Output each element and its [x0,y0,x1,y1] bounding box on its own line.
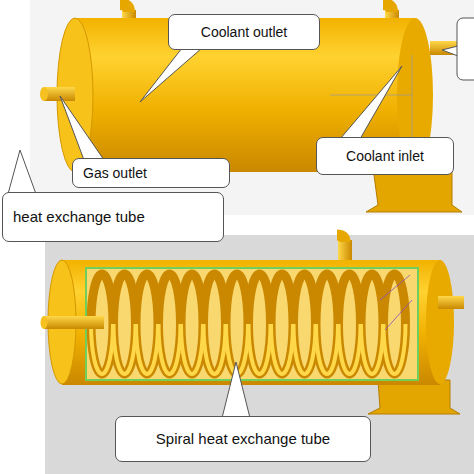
callout-box: Spiral heat exchange tube [115,416,371,462]
callout-tail [8,150,36,194]
callout-tail [442,46,458,56]
spiral-coils [91,274,406,374]
callout-box: Coolant inlet [316,137,454,175]
callout-text: Coolant outlet [201,24,287,41]
cropped-callout [457,18,474,80]
bottom-panel [45,235,474,474]
construction-line [412,55,413,140]
coil-turn [384,274,406,374]
pipe-hook [383,4,392,12]
shell-interior [86,268,418,380]
gas-outlet-pipe [44,316,104,329]
support-saddle [368,380,460,414]
coil-highlight [249,324,271,374]
pipe-end [40,87,48,101]
gas-inlet-pipe [438,296,464,309]
gas-outlet-pipe [44,87,75,101]
top-panel [30,0,474,215]
callout-text: heat exchange tube [13,208,145,226]
callout-tail [222,362,250,418]
coil-highlight [384,324,406,374]
coil-highlight [159,324,181,374]
shell-body-cutaway [62,260,440,385]
coil-highlight [181,324,203,374]
coil-highlight [361,324,383,374]
callout-text: Gas outlet [83,165,147,182]
pipe-hook [337,235,345,242]
callout-box: heat exchange tube [2,192,224,242]
coil-highlight [114,324,136,374]
construction-line [330,95,412,96]
coil-highlight [339,324,361,374]
callout-text: Spiral heat exchange tube [156,430,330,448]
cutaway-frame [86,268,418,380]
coil-highlight [316,324,338,374]
coil-highlight [294,324,316,374]
construction-line [385,300,412,330]
construction-line [380,275,410,300]
pipe-end [41,316,48,329]
pipe-hook [120,4,129,12]
callout-tail [340,66,402,139]
callout-text: Coolant inlet [346,148,424,165]
callout-tail [60,96,104,160]
coil-highlight [204,324,226,374]
shell-right-cap [426,260,454,384]
callout-tail [140,48,202,102]
callout-box: Gas outlet [72,158,230,188]
coil-highlight [91,324,113,374]
callout-box: Coolant outlet [168,14,320,50]
coil-highlight [271,324,293,374]
coil-highlight [136,324,158,374]
